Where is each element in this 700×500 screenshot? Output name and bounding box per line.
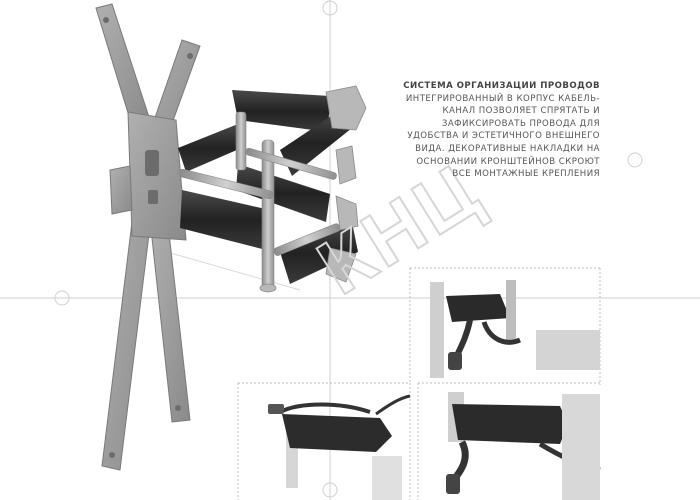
caption-body: ИНТЕГРИРОВАННЫЙ В КОРПУС КАБЕЛЬ-КАНАЛ ПО… bbox=[405, 93, 600, 180]
detail-inset-bottom-left bbox=[237, 382, 411, 500]
metal-tubes bbox=[178, 111, 341, 291]
detail-inset-top-right bbox=[409, 267, 601, 385]
wall-plate bbox=[95, 3, 201, 471]
caption-title: СИСТЕМА ОРГАНИЗАЦИИ ПРОВОДОВ bbox=[403, 81, 600, 91]
cable-management-description: СИСТЕМА ОРГАНИЗАЦИИ ПРОВОДОВ ИНТЕГРИРОВА… bbox=[400, 80, 600, 181]
plate-holes bbox=[103, 17, 193, 458]
pivot-caps bbox=[259, 85, 367, 293]
detail-inset-bottom-right bbox=[417, 382, 601, 500]
